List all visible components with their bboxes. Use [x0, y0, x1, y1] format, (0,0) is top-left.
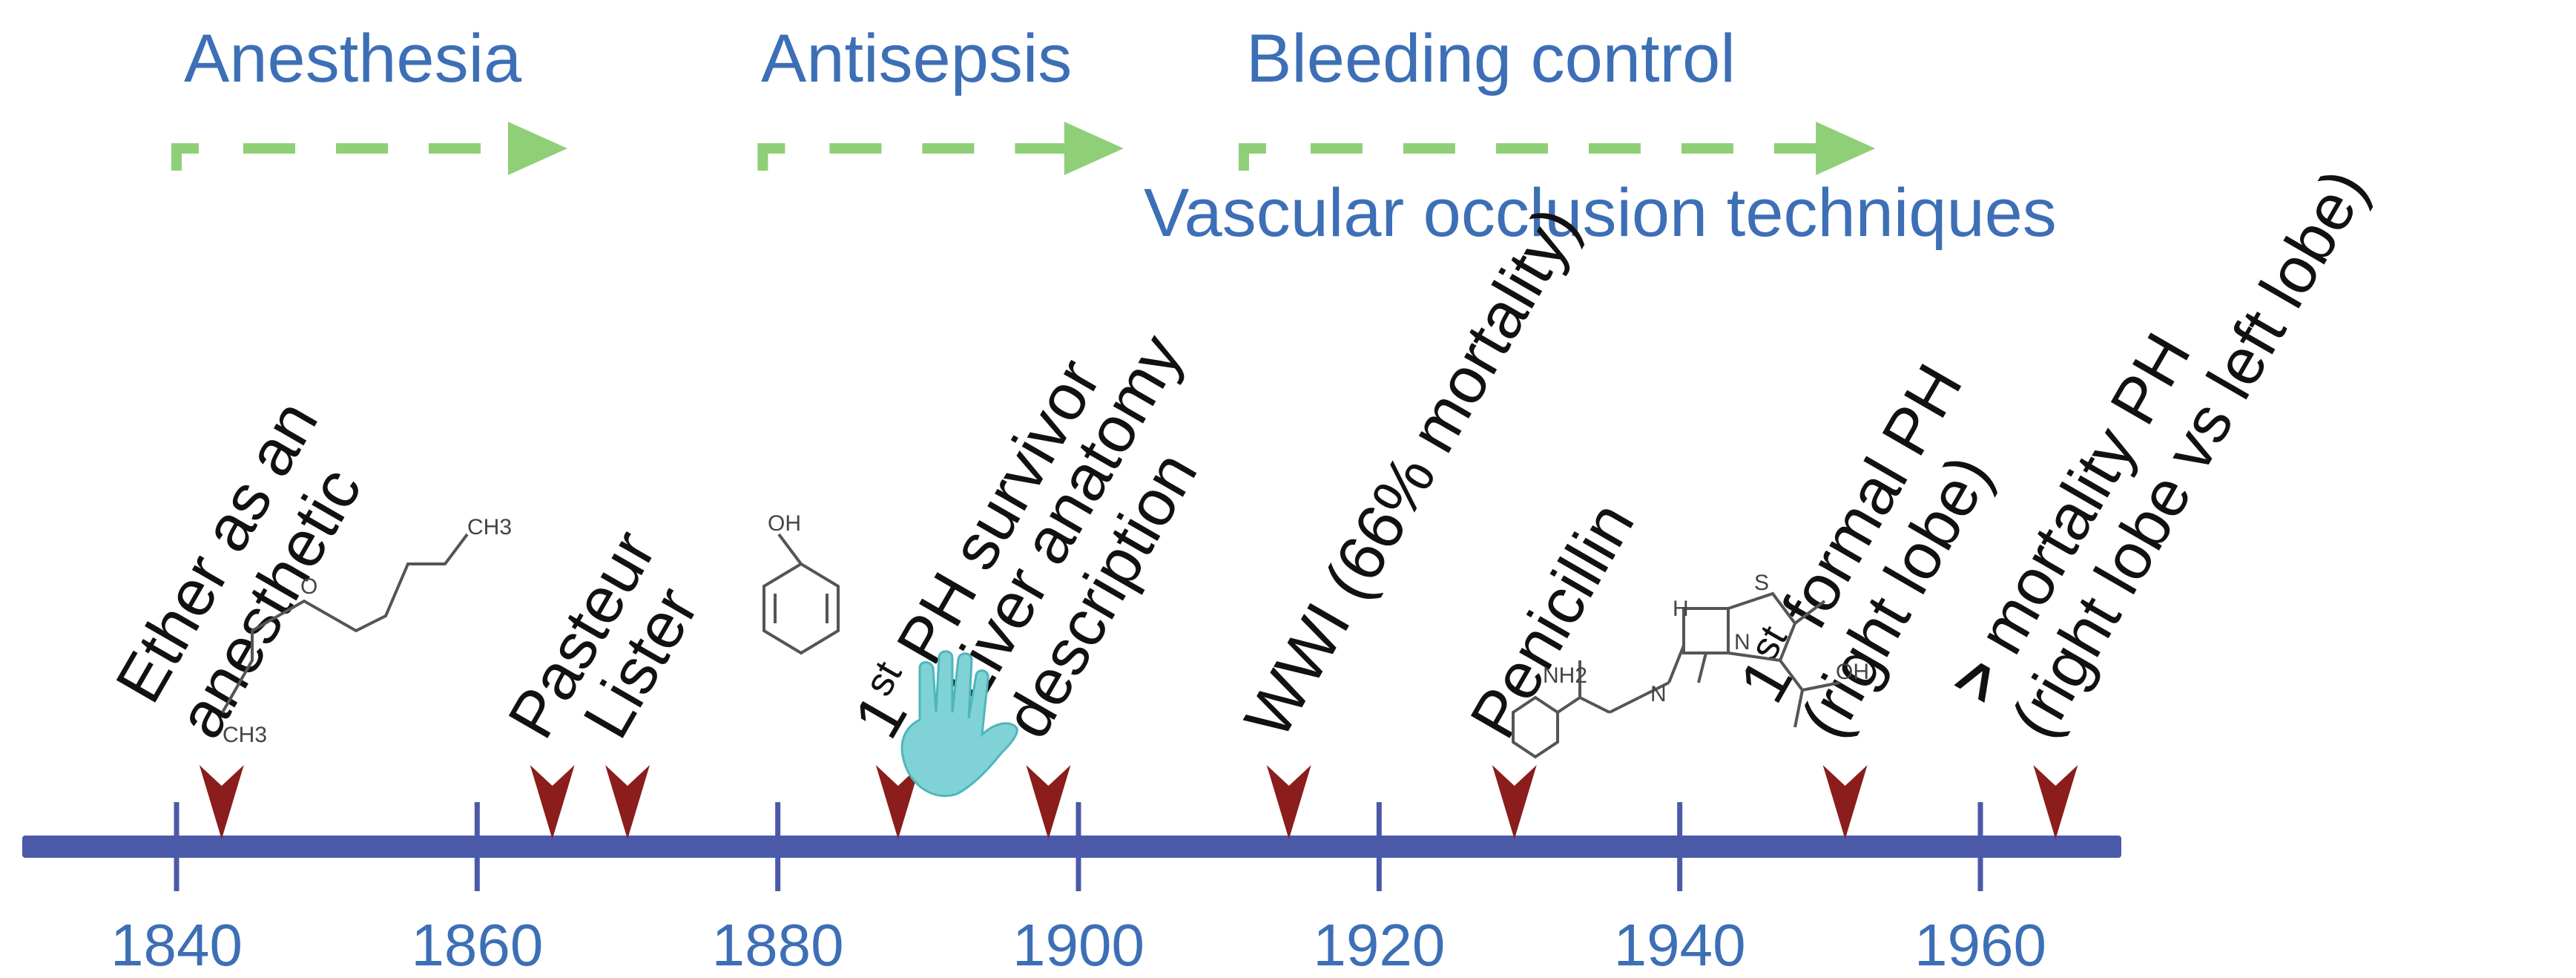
phase-label-bleeding-control: Bleeding control	[1246, 21, 1736, 96]
event-marker	[875, 765, 920, 839]
year-label-1920: 1920	[1313, 912, 1445, 978]
event-marker	[2033, 765, 2078, 839]
year-label-1880: 1880	[712, 912, 844, 978]
ether-ch3-label-1: CH3	[223, 723, 267, 747]
ether-ch3-label-2: CH3	[467, 515, 512, 539]
penicillin-ring-n-label: N	[1734, 630, 1750, 654]
phase-label-anesthesia: Anesthesia	[184, 21, 522, 96]
event-marker	[1266, 765, 1311, 839]
event-marker	[605, 765, 650, 839]
phase-label-vascular-occlusion: Vascular occlusion techniques	[1144, 175, 2057, 251]
penicillin-s-label: S	[1754, 571, 1769, 595]
penicillin-nh2-label: NH2	[1543, 663, 1587, 688]
phenol-oh-label: OH	[768, 511, 801, 536]
penicillin-h-label: H	[1673, 597, 1689, 621]
event-marker	[199, 765, 244, 839]
phase-arrows	[171, 122, 1876, 175]
phenol-molecule-icon: OH	[762, 511, 840, 655]
ether-molecule-icon: O CH3 CH3	[221, 515, 512, 747]
phase-label-antisepsis: Antisepsis	[761, 21, 1072, 96]
year-label-1940: 1940	[1614, 912, 1746, 978]
phase-arrow-1	[757, 122, 1124, 175]
event-marker	[1026, 765, 1071, 839]
event-marker	[530, 765, 575, 839]
glove-icon	[900, 650, 1018, 798]
year-label-1900: 1900	[1012, 912, 1144, 978]
phase-arrow-2	[1238, 122, 1876, 175]
penicillin-n-label: N	[1650, 682, 1667, 706]
event-label: Penicillin	[1455, 490, 1647, 749]
year-ticks: 1840 1860 1880 1900 1920 1940 1960	[111, 802, 2046, 978]
penicillin-oh-label: OH	[1836, 660, 1869, 684]
event-5: WWI (66% mortality)	[1230, 194, 1593, 839]
timeline-bar	[22, 836, 2121, 858]
ether-oxygen-label: O	[300, 574, 317, 599]
year-label-1860: 1860	[411, 912, 543, 978]
phase-arrow-0	[171, 122, 567, 175]
event-marker	[1822, 765, 1868, 839]
event-marker	[1492, 765, 1537, 839]
year-label-1840: 1840	[111, 912, 243, 978]
year-label-1960: 1960	[1914, 912, 2046, 978]
penicillin-molecule-icon: NH2 N H S N OH	[1512, 571, 1869, 759]
